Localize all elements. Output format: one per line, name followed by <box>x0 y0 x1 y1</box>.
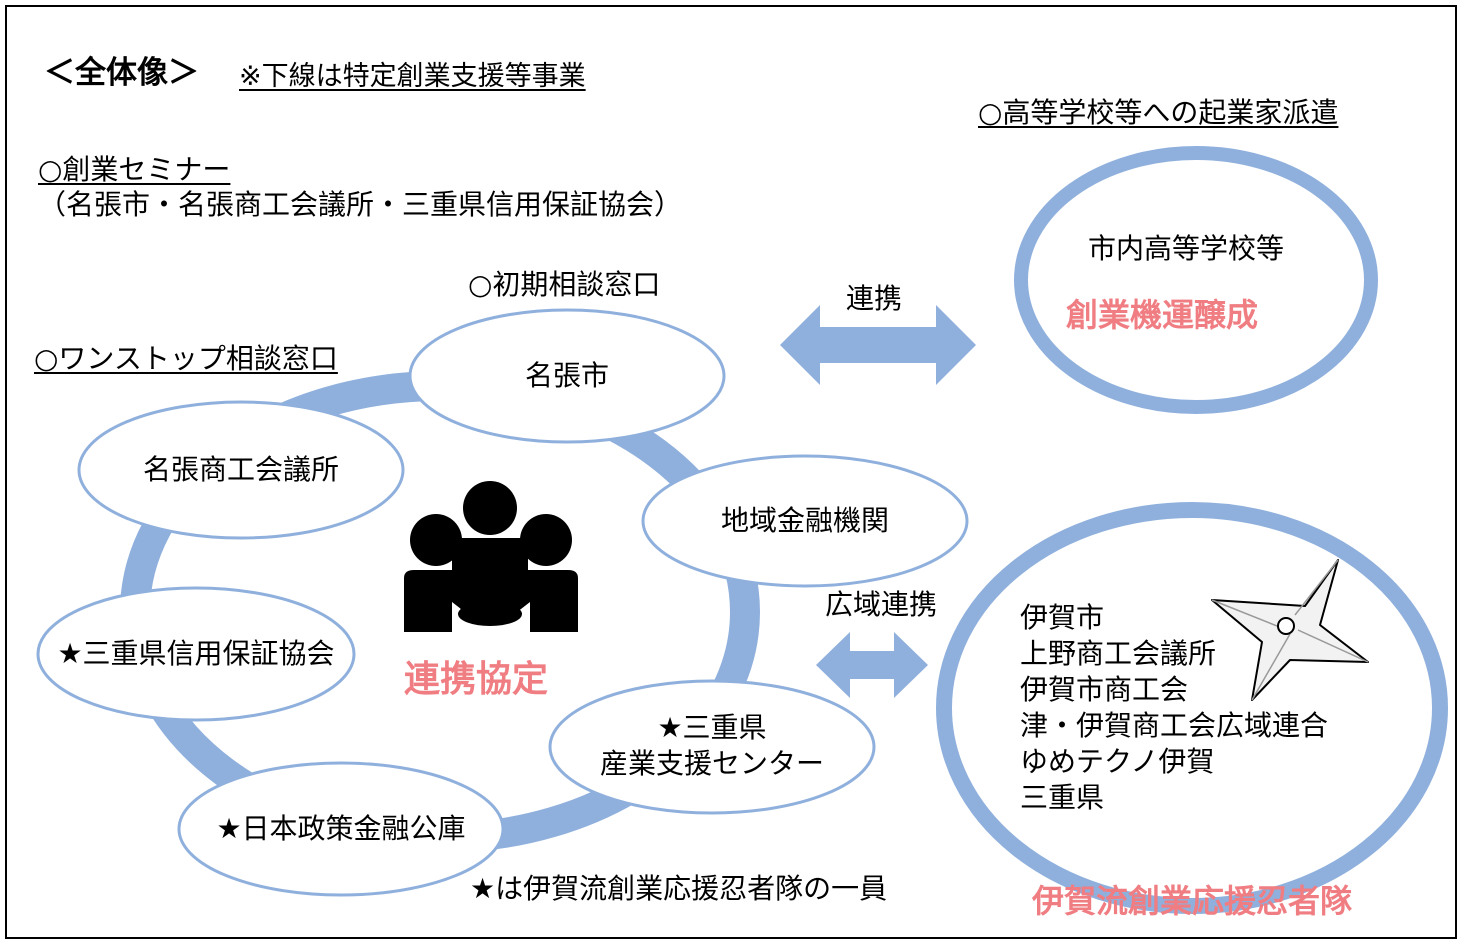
double-arrow-icon <box>816 632 928 698</box>
ninja-member: 三重県 <box>1020 781 1105 814</box>
ninja-member: 上野商工会議所 <box>1020 637 1217 670</box>
footnote: ★は伊賀流創業応援忍者隊の一員 <box>470 872 888 905</box>
shuriken-icon <box>1211 559 1369 701</box>
wide-link-label: 広域連携 <box>825 588 938 621</box>
page-title: ＜全体像＞ <box>44 55 199 91</box>
agreement-label: 連携協定 <box>404 659 549 700</box>
highschool-slogan: 創業機運醸成 <box>1066 296 1259 334</box>
partner-nabari-city: 名張市 <box>524 359 609 392</box>
partner-mie-center-line1: ★三重県 <box>657 711 767 744</box>
initial-consult-label: ○初期相談窓口 <box>468 268 661 301</box>
ninja-team-name: 伊賀流創業応援忍者隊 <box>1032 882 1353 920</box>
ninja-member: 伊賀市 <box>1020 601 1105 634</box>
highschool-ring <box>1014 146 1378 414</box>
seminar-title: ○創業セミナー <box>38 153 231 186</box>
diagram-frame <box>5 5 1457 939</box>
ninja-member: 津・伊賀商工会広域連合 <box>1020 709 1329 742</box>
double-arrow-icon <box>780 305 976 385</box>
partner-jfc: ★日本政策金融公庫 <box>216 812 466 845</box>
link-label: 連携 <box>846 282 903 315</box>
highschool-org: 市内高等学校等 <box>1088 232 1285 265</box>
ninja-member: ゆめテクノ伊賀 <box>1020 745 1215 778</box>
onestop-consult-label: ○ワンストップ相談窓口 <box>34 342 338 375</box>
ninja-member: 伊賀市商工会 <box>1020 673 1189 706</box>
partner-mie-center-line2: 産業支援センター <box>599 747 824 780</box>
ellipse-regional-finance <box>641 454 969 588</box>
partner-chamber: 名張商工会議所 <box>142 453 339 486</box>
seminar-orgs: （名張市・名張商工会議所・三重県信用保証協会） <box>38 188 683 221</box>
header-note: ※下線は特定創業支援等事業 <box>239 61 586 92</box>
ellipse-mie-center <box>548 679 876 815</box>
people-handshake-icon <box>404 481 578 632</box>
ninja-members-list: 伊賀市 上野商工会議所 伊賀市商工会 津・伊賀商工会広域連合 ゆめテクノ伊賀 三… <box>1020 600 1328 816</box>
ellipse-credit-guarantee <box>36 586 356 722</box>
partner-credit-guarantee: ★三重県信用保証協会 <box>57 637 335 670</box>
ellipse-jfc <box>177 761 505 897</box>
partner-regional-finance: 地域金融機関 <box>720 504 889 537</box>
highschool-title: ○高等学校等への起業家派遣 <box>978 96 1339 129</box>
ellipse-nabari-city <box>408 308 726 444</box>
ellipse-chamber <box>77 400 405 540</box>
ninja-ring <box>936 502 1448 914</box>
